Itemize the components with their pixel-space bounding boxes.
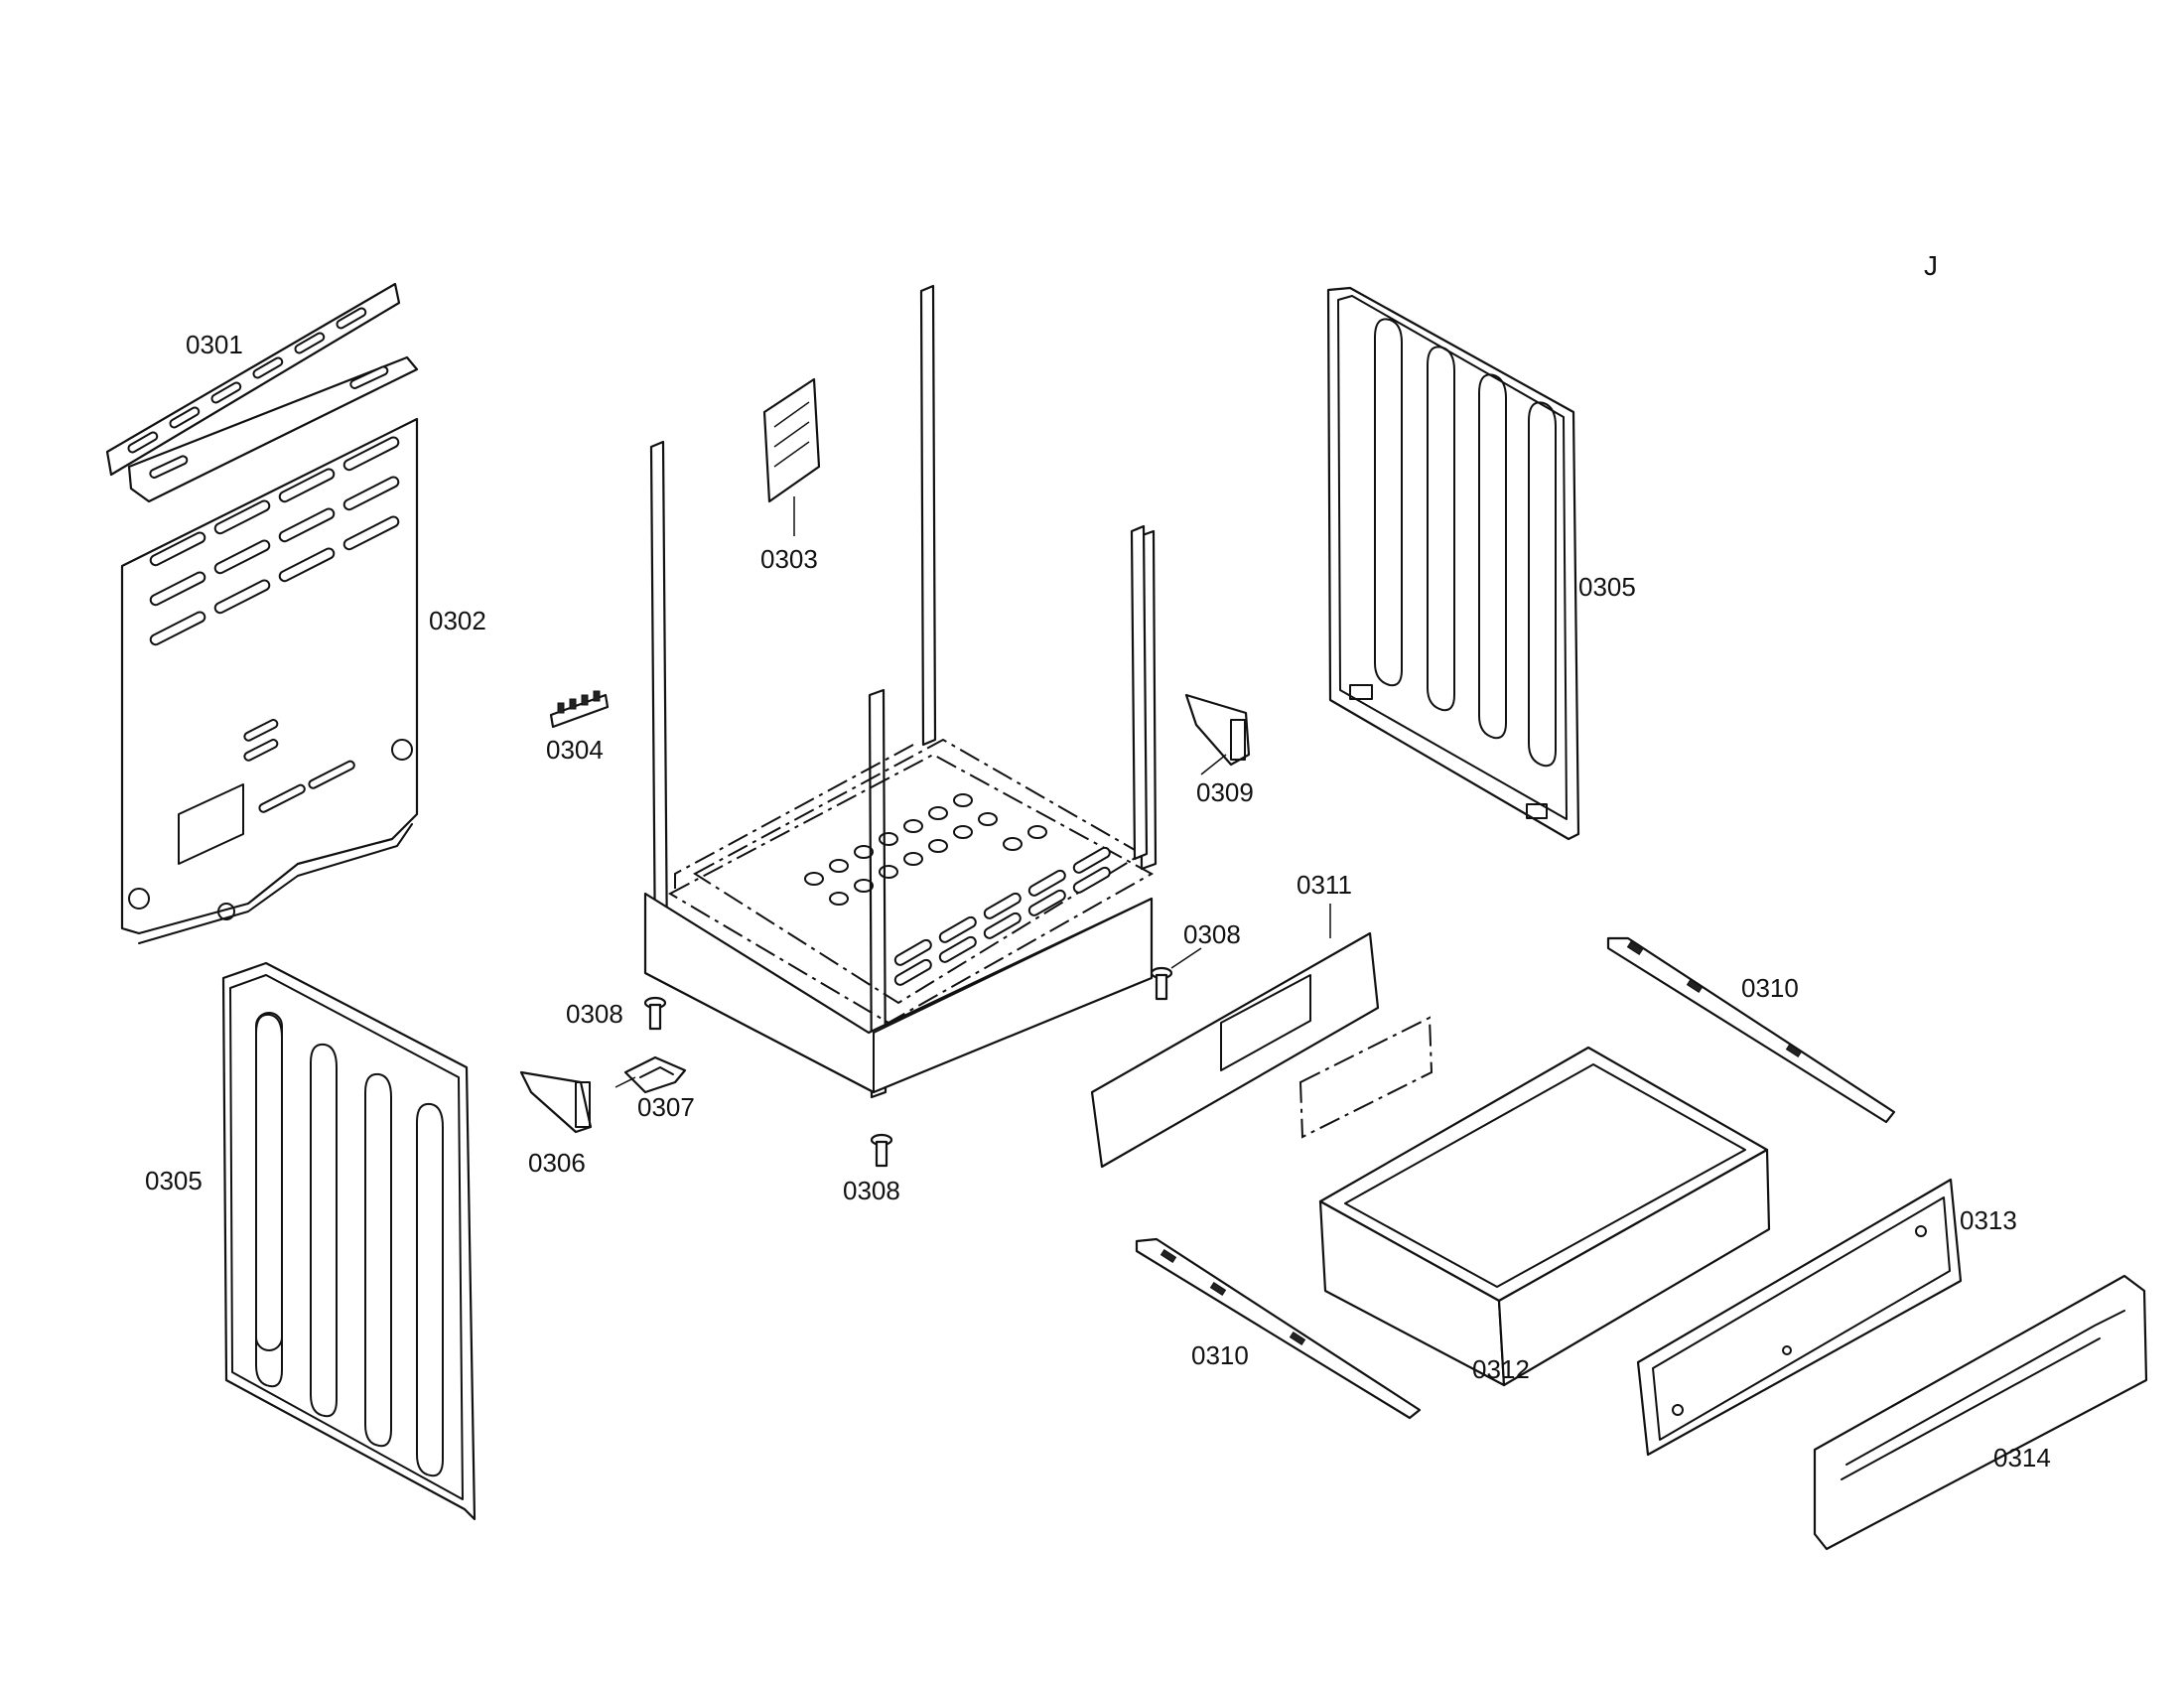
label-0304: 0304 <box>546 735 604 765</box>
label-0307: 0307 <box>637 1092 695 1122</box>
part-0312-drawer-box <box>1318 1046 1771 1387</box>
part-0305-left-side-panel <box>221 961 477 1521</box>
label-0308-left: 0308 <box>566 999 623 1029</box>
part-frame-chassis <box>643 284 1158 1099</box>
part-0308-screw-a <box>643 996 667 1031</box>
label-0305-right: 0305 <box>1578 572 1636 602</box>
corner-mark: J <box>1924 250 1938 281</box>
part-0314-drawer-front <box>1813 1274 2148 1551</box>
label-0310-lower: 0310 <box>1191 1340 1249 1370</box>
label-0308-right: 0308 <box>1183 919 1241 949</box>
part-0310-rail-upper <box>1606 936 1896 1124</box>
label-0310-upper: 0310 <box>1741 973 1799 1003</box>
part-0303-control-board <box>762 377 821 536</box>
label-0309: 0309 <box>1196 777 1254 807</box>
part-0307-clip <box>623 1055 687 1094</box>
part-0309-bracket <box>1184 693 1251 767</box>
part-0313-drawer-inner-panel <box>1636 1178 1963 1457</box>
label-0312: 0312 <box>1472 1354 1530 1384</box>
label-0303: 0303 <box>760 544 818 574</box>
part-0308-screw-b <box>1150 947 1202 1001</box>
part-0310-rail-lower <box>1135 1237 1422 1420</box>
part-0306-bracket <box>519 1070 593 1134</box>
label-0313: 0313 <box>1960 1205 2017 1235</box>
part-0302-back-panel <box>120 417 419 944</box>
label-0301: 0301 <box>186 330 243 359</box>
label-0302: 0302 <box>429 606 486 635</box>
label-0308-bottom: 0308 <box>843 1176 900 1205</box>
part-0304-terminal-block <box>549 690 610 729</box>
part-0305-right-side-panel <box>1326 286 1580 841</box>
label-0311: 0311 <box>1297 870 1352 900</box>
part-0301-vent-bracket <box>105 282 419 503</box>
label-0305-left: 0305 <box>145 1166 203 1195</box>
label-0306: 0306 <box>528 1148 586 1178</box>
label-0314: 0314 <box>1993 1443 2051 1473</box>
part-0311-drawer-front-panel <box>1090 904 1433 1169</box>
part-0308-screw-c <box>870 1133 893 1168</box>
